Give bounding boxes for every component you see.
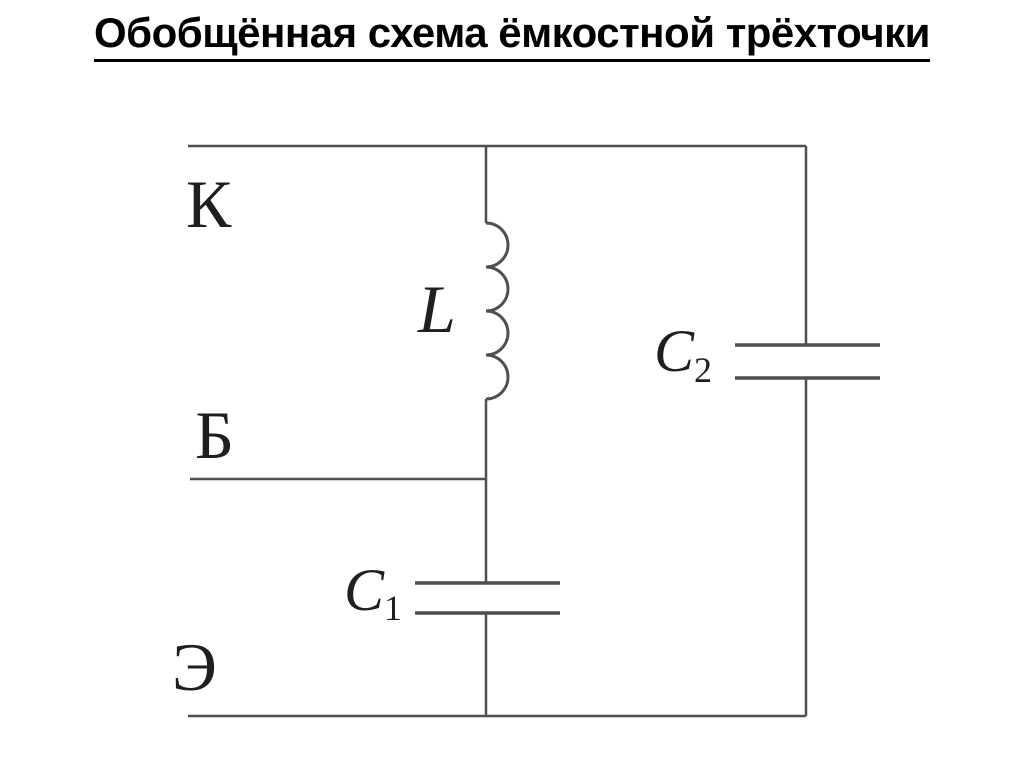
labels-group: К Б Э L C2 C1: [172, 166, 712, 705]
capacitor-c2-subscript: 2: [694, 350, 712, 390]
capacitor-c2-letter: C: [654, 318, 695, 384]
terminal-base-label: Б: [195, 397, 234, 473]
terminal-emitter-label: Э: [172, 629, 217, 705]
page-title: Обобщённая схема ёмкостной трёхточки: [94, 9, 930, 63]
capacitor-c2-label: C2: [654, 318, 712, 390]
capacitor-c1-letter: C: [344, 557, 385, 623]
capacitor-c1-label: C1: [344, 557, 402, 628]
inductor-label: L: [417, 271, 456, 347]
capacitor-c1-plates: [415, 581, 560, 615]
wires-group: [188, 144, 880, 718]
inductor-coil: [485, 221, 510, 401]
terminal-collector-label: К: [186, 166, 232, 242]
capacitor-c1-subscript: 1: [384, 588, 402, 628]
title-bar: Обобщённая схема ёмкостной трёхточки: [0, 9, 1024, 63]
capacitor-c2-plates: [735, 343, 880, 380]
